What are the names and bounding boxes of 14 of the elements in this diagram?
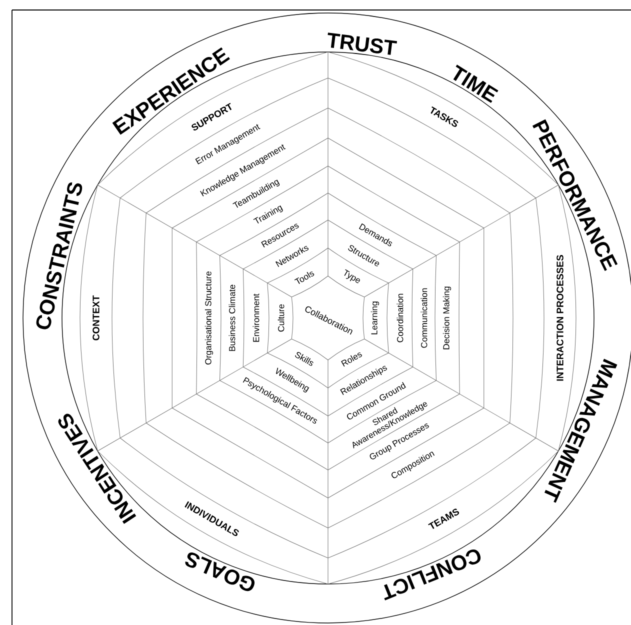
factor-label: Tools [294,272,314,284]
factor-label: Organisational Structure [204,272,214,364]
factor-label: Roles [341,352,362,367]
ring-label: TRUST [328,32,398,55]
factor-label: Culture [278,304,284,332]
factor-label: Environment [252,294,260,342]
factor-label: Communication [420,288,428,348]
factor-label: Skills [295,352,314,366]
factor-label: Coordination [396,294,404,342]
factor-label: Learning [370,302,380,334]
sector-heading: CONTEXT [92,295,100,340]
factor-label: Decision Making [442,286,452,350]
factor-label: Type [344,269,360,284]
factor-label: Business Climate [228,284,236,351]
